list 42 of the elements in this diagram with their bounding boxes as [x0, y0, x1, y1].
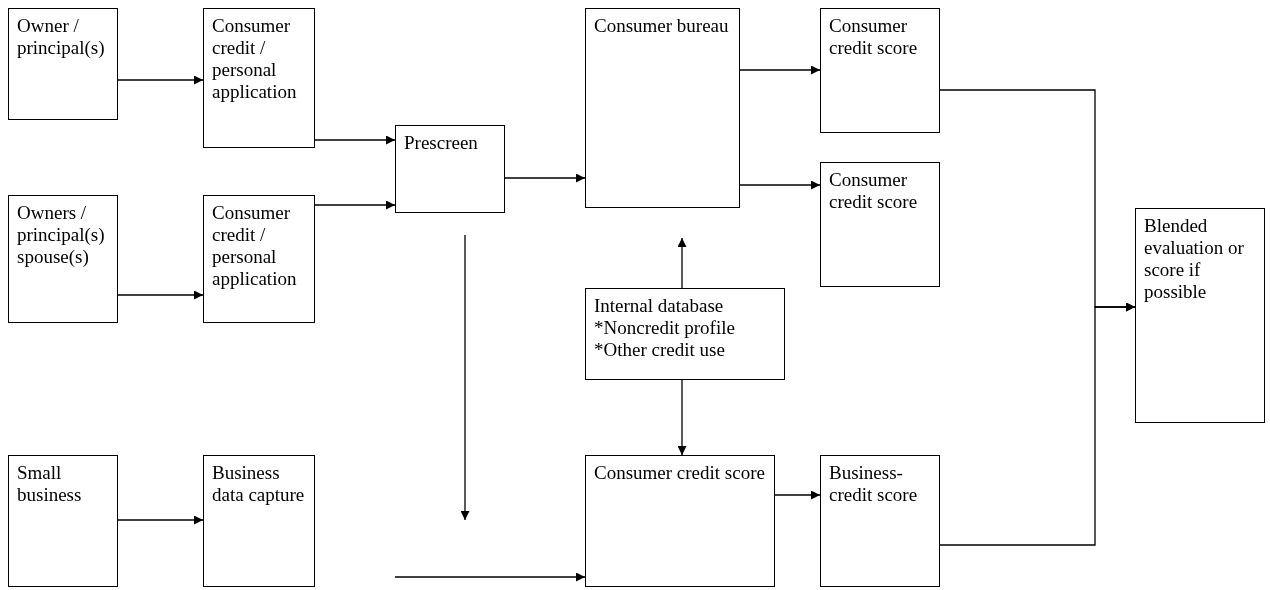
process-box [395, 125, 505, 213]
arrow [117, 75, 204, 85]
process-box [585, 288, 785, 380]
arrow [939, 302, 1136, 546]
arrow [677, 237, 687, 289]
box-label: Consumer credit / personal application [212, 15, 298, 103]
process-box [8, 455, 118, 587]
arrow [677, 379, 687, 456]
box-label: Consumer bureau [594, 15, 730, 37]
process-box [203, 455, 315, 587]
box-label: Owners / principal(s) spouse(s) [17, 202, 106, 268]
process-box [203, 195, 315, 323]
process-box [585, 8, 740, 208]
arrow [460, 234, 470, 521]
box-label: Small business [17, 462, 83, 506]
arrow [117, 515, 204, 525]
process-box [585, 455, 775, 587]
box-label: Consumer credit score [829, 169, 919, 213]
box-label: Prescreen [404, 132, 479, 154]
arrow [117, 290, 204, 300]
box-label: Blended evaluation or score if possible [1144, 215, 1245, 303]
arrow [394, 572, 586, 582]
arrow [504, 173, 586, 183]
arrow [739, 180, 821, 190]
process-box [820, 162, 940, 287]
box-label: Consumer credit / personal application [212, 202, 298, 290]
process-box [820, 8, 940, 133]
process-box [8, 195, 118, 323]
box-label: Business data capture [212, 462, 306, 506]
arrow [314, 135, 396, 145]
arrow [314, 200, 396, 210]
box-label: Owner / principal(s) [17, 15, 106, 59]
process-box [820, 455, 940, 587]
box-label: Consumer credit score [594, 462, 766, 484]
arrow [774, 490, 821, 500]
process-box [8, 8, 118, 120]
arrow [739, 65, 821, 75]
box-label: Internal database *Noncredit profile *Other credit use [594, 295, 736, 361]
process-box [203, 8, 315, 148]
box-label: Consumer credit score [829, 15, 919, 59]
process-box [1135, 208, 1265, 423]
box-label: Business-credit score [829, 462, 919, 506]
